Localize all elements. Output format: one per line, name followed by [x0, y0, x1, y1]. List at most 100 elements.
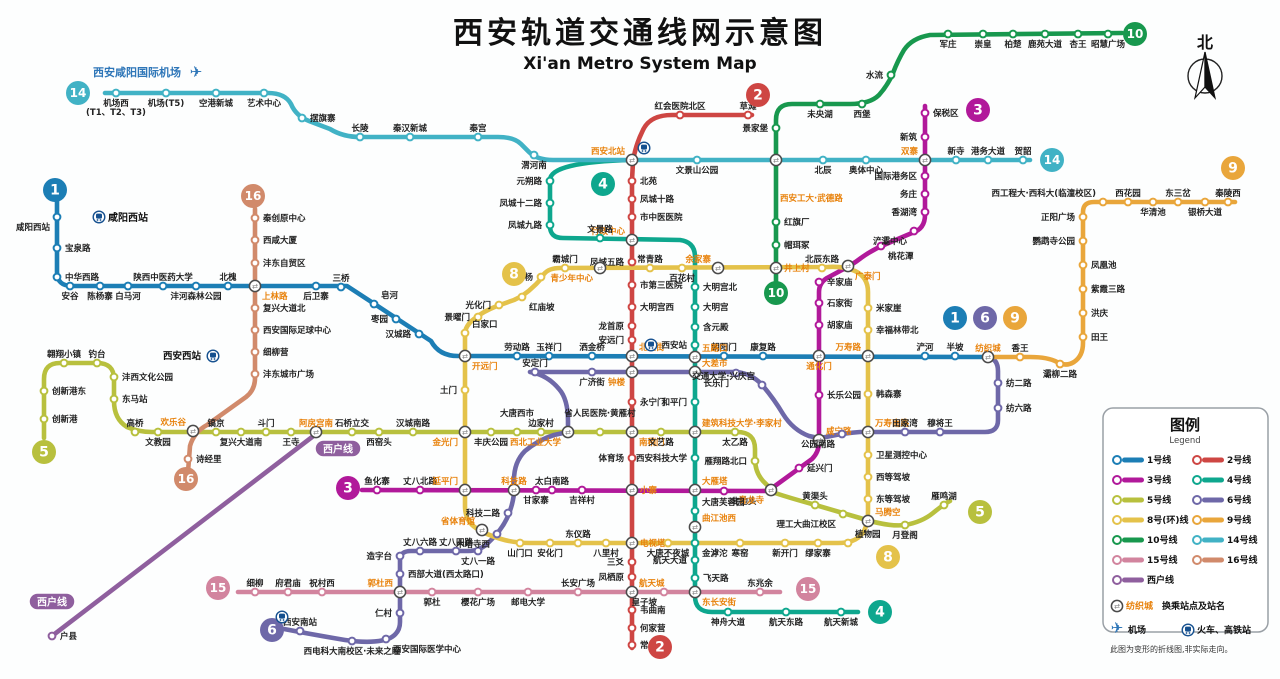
station-dot: [295, 626, 305, 636]
station-label: 西花园: [1115, 188, 1141, 199]
station-dot: [250, 347, 260, 357]
station-dot: [473, 546, 483, 556]
line-9-path: [987, 199, 1238, 367]
station: 郭杜: [423, 587, 441, 608]
station-label: 钟楼: [608, 377, 626, 388]
station-label: 科技二路: [466, 508, 501, 519]
station-label: 紫霞三路: [1091, 284, 1126, 295]
station-dot: [286, 427, 296, 437]
station-dot: [836, 607, 846, 617]
station-label: 凤城十二路: [499, 198, 542, 209]
station-label: 金滹沱: [701, 548, 728, 559]
station-dot: [627, 321, 637, 331]
station-dot: [52, 212, 62, 222]
station-label: 南稍门: [639, 437, 665, 448]
station-dot: [627, 623, 637, 633]
station: 空港新城: [199, 88, 233, 109]
station-dot: [250, 258, 260, 268]
station-label: 幸福林带北: [876, 325, 919, 336]
transfer-glyph: ⇄: [692, 524, 698, 532]
station-dot: [627, 397, 637, 407]
station-dot: [1078, 260, 1088, 270]
station: 红庙坡: [517, 292, 555, 313]
station-label: 航天大道: [653, 555, 688, 566]
transfer-station: ⇄青龙寺: [738, 483, 778, 506]
station-dot: [1015, 352, 1025, 362]
badge-number: 6: [980, 311, 990, 327]
station: 灞柳二路: [1043, 359, 1077, 380]
station-label: 沣东自贸区: [263, 258, 306, 269]
station-label: 景曜门: [444, 312, 470, 323]
station: 高桥: [126, 418, 144, 437]
station-label: 西等驾坡: [876, 472, 911, 483]
station: 未央湖: [806, 99, 833, 120]
station-dot: [656, 427, 666, 437]
station-label: 边家村: [527, 418, 554, 429]
station: 三爻: [607, 557, 637, 568]
transfer-glyph: ⇄: [692, 354, 698, 362]
station-label: 玉祥门: [536, 342, 562, 353]
line-badge-10: 10: [764, 281, 788, 305]
transfer-dot: [458, 349, 472, 363]
station-dot: [731, 368, 741, 378]
station-label: 长乐门: [703, 378, 729, 389]
station: 科技二路: [466, 508, 513, 519]
legend-entry-8: 8号(环)线: [1112, 514, 1189, 526]
station: 长陵: [351, 123, 369, 142]
transfer-glyph: ⇄: [692, 369, 698, 377]
line-badge-15: 15: [206, 576, 230, 600]
station: 田家湾: [892, 418, 918, 437]
station-dot: [627, 176, 637, 186]
legend-note: 此图为变形的折线图,非实际走向。: [1110, 644, 1233, 654]
station-dot: [236, 427, 246, 437]
station: 三桥: [332, 273, 350, 292]
legend-entry-label: 16号线: [1227, 554, 1258, 566]
station: 创新港东: [39, 386, 87, 397]
transfer-station: ⇄青少年中心: [550, 261, 607, 284]
station-label: 开远门: [472, 361, 498, 372]
badge-circle: [241, 184, 265, 208]
station-dot: [810, 500, 820, 510]
line-xh-path: [49, 431, 319, 639]
station: 元朔路: [516, 176, 555, 187]
station-label: 延平门: [431, 476, 458, 487]
station-label: 韩森寨: [876, 389, 902, 400]
station: 丈八六路: [403, 537, 437, 556]
station: 缪家寨: [805, 538, 831, 559]
station: 府君庙: [275, 578, 301, 597]
station-dot: [920, 132, 930, 142]
line-badge-1: 1: [43, 178, 67, 202]
station-dot: [663, 538, 673, 548]
station-label: 祝村西: [309, 578, 335, 589]
transfer-glyph: ⇄: [629, 157, 635, 165]
station: 贺韶: [1013, 146, 1032, 165]
station-dot: [250, 587, 260, 597]
station-dot: [211, 88, 221, 98]
station: 丈八四路: [439, 537, 473, 556]
station-dot: [158, 281, 168, 291]
station: 交通大学·兴庆宫: [692, 371, 767, 390]
legend-rail-label: 火车、高铁站: [1197, 624, 1251, 636]
station-label: 大差市: [702, 358, 728, 369]
station: 大唐西市: [500, 408, 534, 437]
station-dot: [863, 389, 873, 399]
station: 枣园: [370, 314, 401, 325]
transfer-dot: [625, 483, 639, 497]
badge-number: 10: [768, 286, 785, 300]
station-label: 西安国际足球中心: [263, 325, 332, 336]
station: 航天东路: [769, 607, 803, 628]
station: 咸阳西站: [16, 212, 62, 233]
legend-line-bar: [1122, 537, 1144, 543]
station: 鹿苑大道: [1027, 29, 1062, 50]
station-dot: [771, 123, 781, 133]
rail-station-icon: [644, 338, 658, 352]
badge-number: 2: [655, 640, 665, 656]
station: 王寺: [282, 427, 300, 448]
station: 草滩: [739, 101, 757, 120]
station-dot: [317, 587, 327, 597]
transfer-glyph: ⇄: [479, 527, 485, 535]
station-label: 镐京: [207, 418, 225, 429]
station-label: 月登阁: [891, 530, 918, 541]
station-label: 奥体中心: [848, 165, 884, 176]
badge-circle: [1003, 306, 1027, 330]
